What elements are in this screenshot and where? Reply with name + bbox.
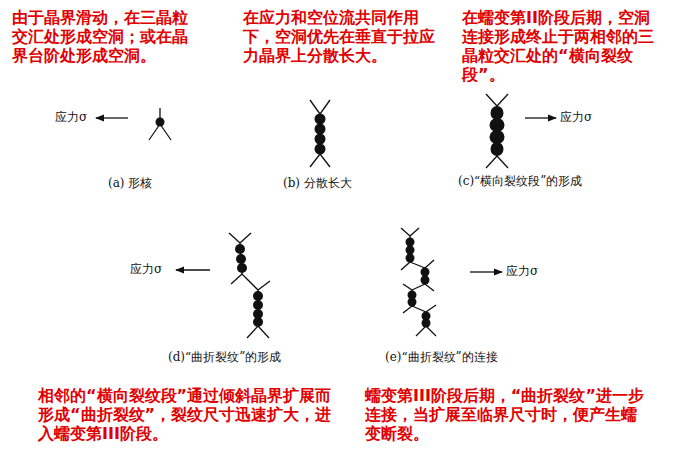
stress-arrow	[96, 117, 128, 118]
subfigure-caption: (a) 形核	[108, 176, 152, 190]
subfigure-caption: (c)“横向裂纹段”的形成	[458, 174, 582, 188]
stress-label: 应力σ	[55, 110, 87, 124]
annotation-text: 在蠕变第II阶段后期，空洞连接形成终止于两相邻的三晶粒交汇处的“横向裂纹段”。	[462, 8, 662, 84]
stress-arrow	[525, 117, 556, 118]
subfigure-caption: (b) 分散长大	[283, 176, 352, 190]
stress-label: 应力σ	[506, 264, 538, 278]
stress-label: 应力σ	[560, 110, 592, 124]
annotation-text: 相邻的“横向裂纹段”通过倾斜晶界扩展而形成“曲折裂纹”，裂纹尺寸迅速扩大，进入蠕…	[38, 386, 338, 443]
annotation-text: 由于晶界滑动，在三晶粒交汇处形成空洞；或在晶界台阶处形成空洞。	[12, 8, 192, 65]
subfigure-caption: (e)“曲折裂纹”的连接	[385, 350, 498, 364]
annotation-text: 蠕变第III阶段后期，“曲折裂纹”进一步连接，当扩展至临界尺寸时，便产生蠕变断裂…	[365, 386, 650, 443]
subfigure-caption: (d)“曲折裂纹”的形成	[168, 350, 281, 364]
stress-arrow	[176, 269, 210, 270]
stress-label: 应力σ	[130, 262, 162, 276]
annotation-text: 在应力和空位流共同作用下，空洞优先在垂直于拉应力晶界上分散长大。	[243, 8, 441, 65]
cavity-dots	[156, 106, 505, 328]
stress-arrow	[470, 271, 502, 272]
